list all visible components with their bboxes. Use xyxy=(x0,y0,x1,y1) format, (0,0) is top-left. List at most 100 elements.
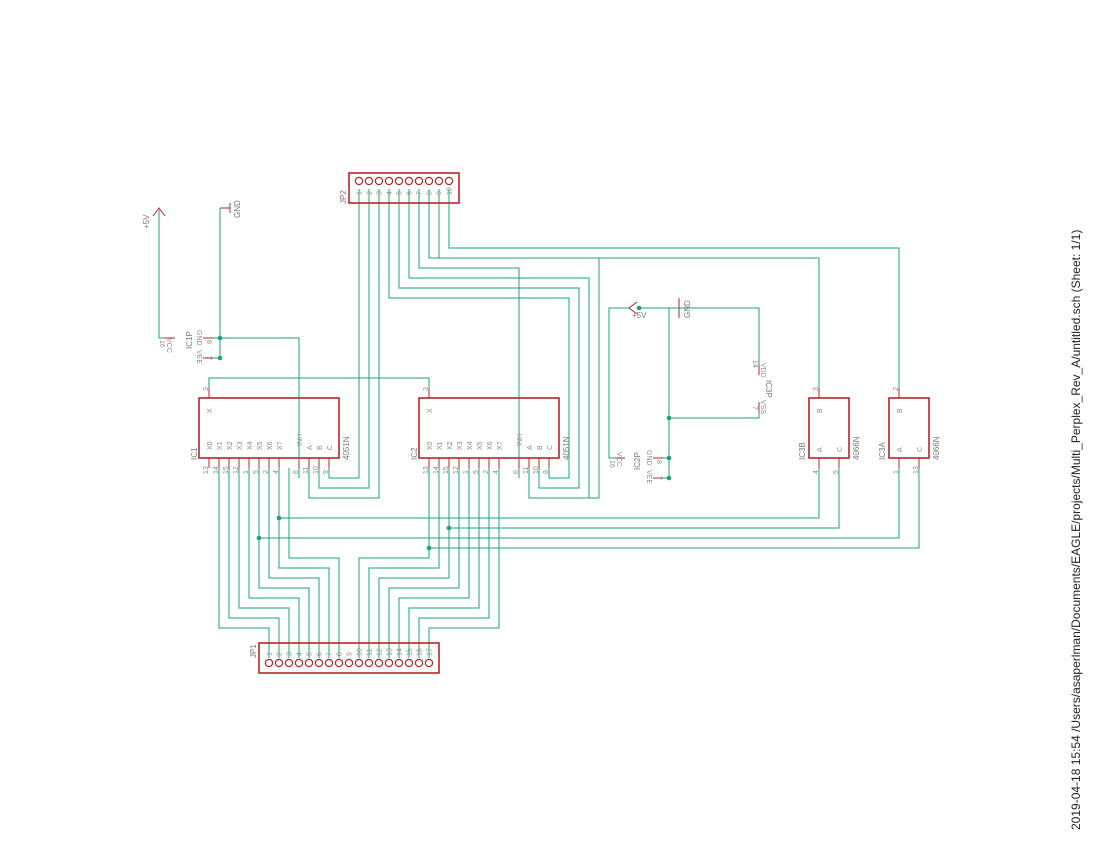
net-gnd-ic2p xyxy=(663,418,670,479)
junction-dot xyxy=(256,535,262,541)
jp1-pin-number: 17 xyxy=(427,648,434,656)
jp1-pin-hole xyxy=(414,658,424,668)
ic1p-power-pins: VCC GND VEE 16 8 7 IC1P xyxy=(158,330,213,364)
arrow-up-icon xyxy=(152,207,166,217)
net-ic2-x0 xyxy=(358,548,430,658)
ic3a-switch: 2 B A C 1 13 IC3A 4066N xyxy=(878,387,941,474)
ic3a-a: A xyxy=(897,447,904,452)
ic2-x-label: X xyxy=(427,408,434,413)
ic2-channel-pin-number: 2 xyxy=(483,470,490,474)
ic3a-c: C xyxy=(917,447,924,452)
junction-dot xyxy=(217,335,223,341)
jp2-pin-hole xyxy=(434,176,444,186)
ic1-channel-label: X6 xyxy=(267,441,274,450)
ic3b-pin-c: 5 xyxy=(833,470,840,474)
jp1-pin-number: 15 xyxy=(407,648,414,656)
net-jp2-8 xyxy=(428,189,600,499)
net-ic3b-a xyxy=(278,468,820,519)
ic1-channel-pin-number: 15 xyxy=(223,466,230,474)
jp1-pin-number: 8 xyxy=(337,652,344,656)
ic2-channel-label: X0 xyxy=(427,441,434,450)
junction-dot xyxy=(446,525,452,531)
ic1-channel-label: X1 xyxy=(217,441,224,450)
jp1-pin-number: 9 xyxy=(347,652,354,656)
ic1-channel-pin-number: 1 xyxy=(243,470,250,474)
ic2p-name: IC2P xyxy=(633,452,642,470)
junction-dot xyxy=(666,475,672,481)
ic2p-lead xyxy=(615,457,663,479)
jp2-pin-hole xyxy=(394,176,404,186)
junction-dot xyxy=(426,545,432,551)
jp2-pin-hole xyxy=(374,176,384,186)
jp1-pin-number: 12 xyxy=(377,648,384,656)
ic1p-pin-vcc: 16 xyxy=(158,340,165,348)
ic1-channel-pin-number: 13 xyxy=(203,466,210,474)
jp1-pin-hole xyxy=(394,658,404,668)
net-gnd-left xyxy=(213,208,300,478)
ic1-channel-label: X0 xyxy=(207,441,214,450)
jp2-pin-number: 7 xyxy=(417,191,424,195)
ic3p-pin-vss: 7 xyxy=(751,406,758,410)
jp1-pin-hole xyxy=(314,658,324,668)
ic1-a: A xyxy=(307,445,314,450)
ic3a-name: IC3A xyxy=(878,442,887,460)
net-ic3a-c xyxy=(428,468,920,549)
net-ic3a-a xyxy=(258,468,900,539)
jp1-pin-number: 5 xyxy=(307,652,314,656)
ic1p-vee-label: VEE xyxy=(195,350,202,364)
net-jp2-7 xyxy=(418,189,520,478)
net-jp2-2 xyxy=(318,189,370,489)
net-x-common xyxy=(208,377,430,388)
net-jp2-6 xyxy=(408,189,590,499)
ic2-a: A xyxy=(527,445,534,450)
jp1-pin-number: 7 xyxy=(327,652,334,656)
jp1-pin-number: 1 xyxy=(267,652,274,656)
ic2-channel-label: X3 xyxy=(457,441,464,450)
net-ic1-x7 xyxy=(288,468,340,658)
net-jp2-10 xyxy=(448,189,900,398)
junction-dot xyxy=(636,305,642,311)
ic1p-lead xyxy=(165,337,213,359)
net-ic1-x5 xyxy=(268,468,320,658)
net-ic2-x5 xyxy=(408,468,480,658)
jp1-pin-hole xyxy=(264,658,274,668)
ic2p-pin-vcc: 16 xyxy=(608,460,615,468)
ic1-channel-pin-number: 2 xyxy=(263,470,270,474)
jp1-pin-number: 14 xyxy=(397,648,404,656)
ic1-name: IC1 xyxy=(190,447,199,460)
jp1-pin-hole xyxy=(404,658,414,668)
jp2-pin-number: 3 xyxy=(377,191,384,195)
jp2-pin-hole xyxy=(424,176,434,186)
net-ic2-x2 xyxy=(378,528,450,658)
power-5v-right: +5V xyxy=(628,301,647,320)
jp2-pin-number: 2 xyxy=(367,191,374,195)
ic2-c-pin: 9 xyxy=(543,470,550,474)
junction-dot xyxy=(276,515,282,521)
jp1-pin-hole xyxy=(274,658,284,668)
ic3b-c: C xyxy=(837,447,844,452)
ic1p-vcc-label: VCC xyxy=(165,338,172,353)
ic3p-vdd: VDD xyxy=(759,363,766,378)
jp1-pin-hole xyxy=(354,658,364,668)
jp1-body xyxy=(258,642,440,674)
ic2-channel-label: X7 xyxy=(497,441,504,450)
jp1-pin-number: 4 xyxy=(297,652,304,656)
jp1-pin-hole xyxy=(424,658,434,668)
ic1p-pin-gnd: 8 xyxy=(205,340,212,344)
net-ic3b-c xyxy=(448,468,840,529)
ic3b-b: B xyxy=(817,408,824,413)
ic3a-pin-b: 2 xyxy=(893,387,900,391)
ic1-channel-label: X5 xyxy=(257,441,264,450)
jp1-pin-hole xyxy=(304,658,314,668)
jp2-pin-number: 5 xyxy=(397,191,404,195)
jp1-pin-hole xyxy=(364,658,374,668)
ic3b-value: 4066N xyxy=(852,436,861,460)
ic1-channel-label: X4 xyxy=(247,441,254,450)
ic1-channel-label: X3 xyxy=(237,441,244,450)
ic1-x-pin: 3 xyxy=(203,387,210,391)
ic1p-gnd-label: GND xyxy=(195,330,202,346)
ic1-channel-pin-number: 5 xyxy=(253,470,260,474)
ic3p-power-pins: 14 VDD IC3P 7 VSS xyxy=(751,360,773,414)
